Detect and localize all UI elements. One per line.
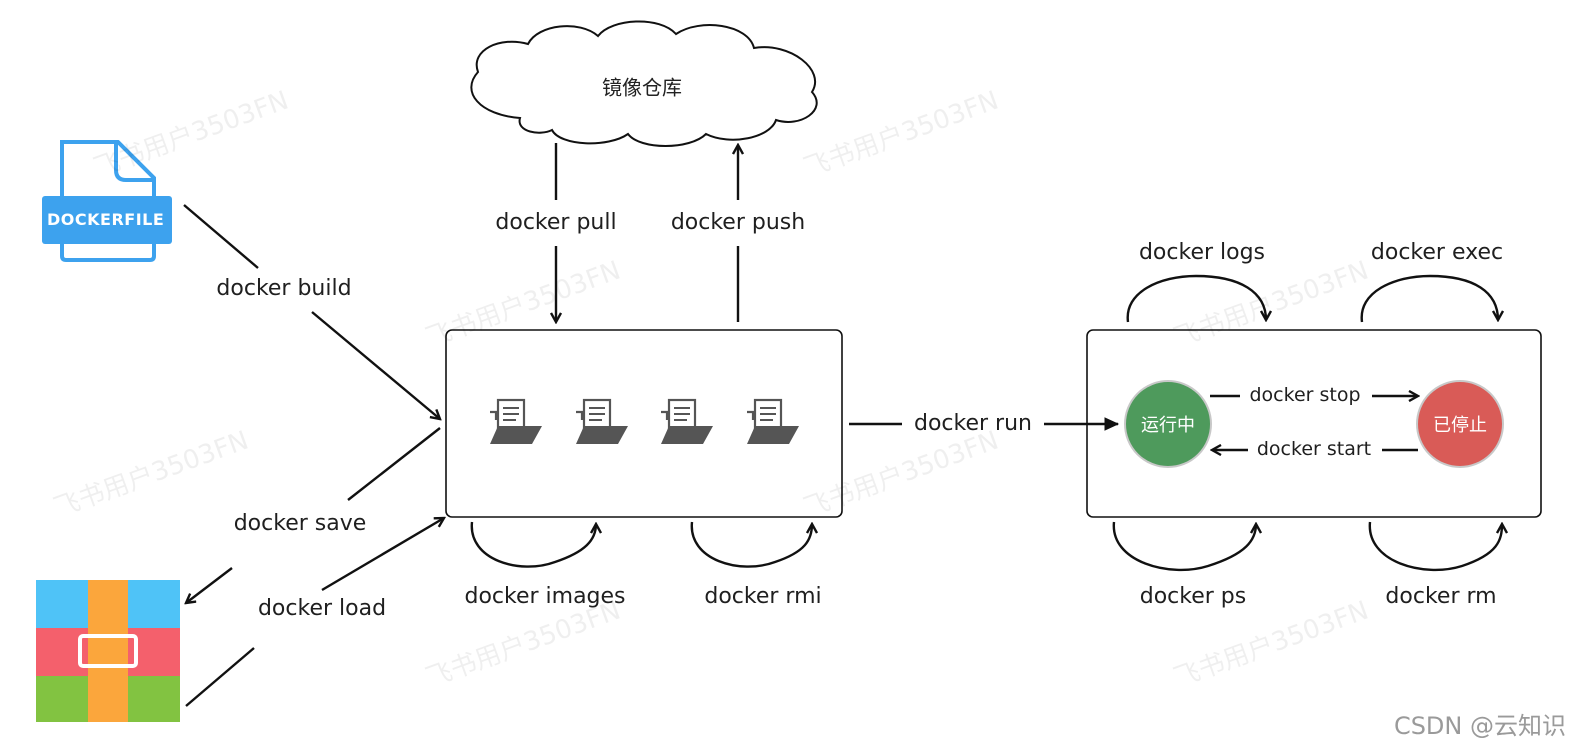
save-arrow xyxy=(186,567,233,603)
images-loop-arrow xyxy=(470,521,596,568)
stopped-state-circle xyxy=(1416,380,1504,468)
ps-loop-arrow xyxy=(1112,521,1256,572)
rmi-label: docker rmi xyxy=(704,584,822,609)
stopped-state-label: 已停止 xyxy=(1433,415,1487,436)
registry-label: 镜像仓库 xyxy=(602,75,682,100)
ps-label: docker ps xyxy=(1139,584,1247,609)
archive-icon xyxy=(36,580,180,722)
push-label: docker push xyxy=(670,210,806,235)
image-folder-icon-4 xyxy=(747,398,799,444)
dockerfile-label: DOCKERFILE xyxy=(47,210,165,229)
running-state-circle xyxy=(1124,380,1212,468)
run-label: docker run xyxy=(914,411,1032,436)
source-credit: CSDN @云知识 xyxy=(1393,712,1566,740)
rm-label: docker rm xyxy=(1385,584,1497,609)
dockerfile-icon xyxy=(42,140,172,262)
image-folder-icon-1 xyxy=(490,398,542,444)
logs-label: docker logs xyxy=(1138,240,1266,265)
exec-loop-arrow xyxy=(1360,274,1498,323)
running-state-label: 运行中 xyxy=(1141,415,1195,436)
logs-loop-arrow xyxy=(1126,274,1266,323)
image-folder-icon-2 xyxy=(576,398,628,444)
save-arrow-top xyxy=(347,427,441,501)
load-arrow xyxy=(321,518,444,592)
rmi-loop-arrow xyxy=(690,521,812,568)
images-box xyxy=(445,329,843,518)
rm-loop-arrow xyxy=(1368,521,1502,572)
build-arrow xyxy=(311,311,440,419)
stop-label: docker stop xyxy=(1249,384,1361,406)
image-folder-icon-3 xyxy=(661,398,713,444)
registry-cloud xyxy=(470,20,818,147)
pull-label: docker pull xyxy=(495,210,617,235)
build-label: docker build xyxy=(216,276,352,301)
exec-label: docker exec xyxy=(1370,240,1504,265)
images-label: docker images xyxy=(464,584,626,609)
start-label: docker start xyxy=(1256,438,1372,460)
save-label: docker save xyxy=(233,511,367,536)
load-label: docker load xyxy=(257,596,387,621)
load-arrow-bottom xyxy=(185,647,255,707)
build-arrow-top xyxy=(183,204,259,269)
